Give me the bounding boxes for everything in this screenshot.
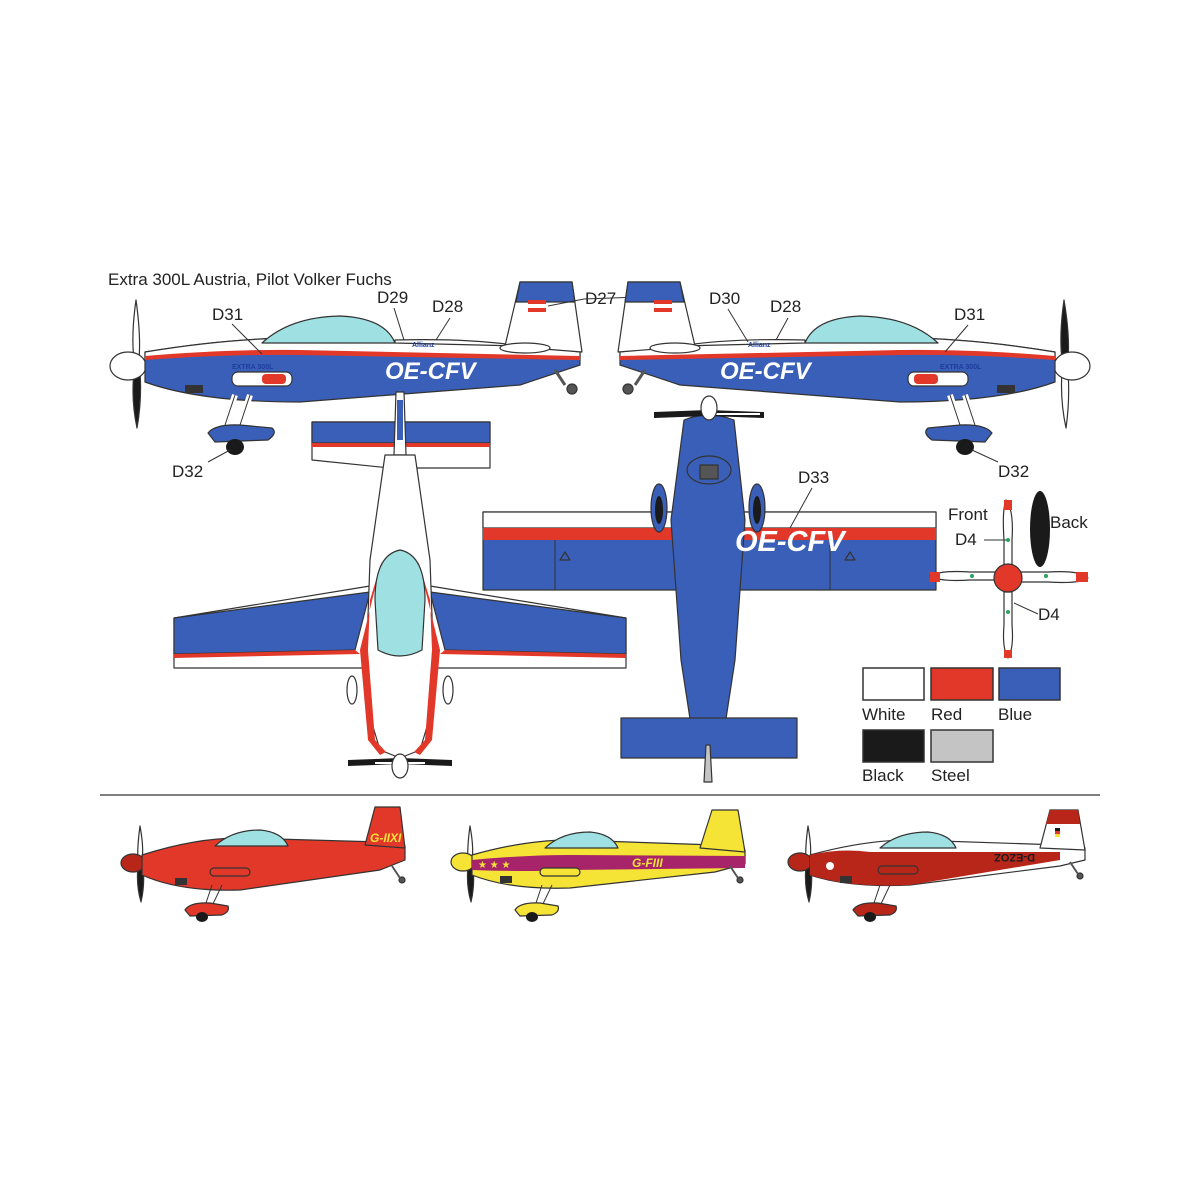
propeller-blade-up	[1002, 499, 1013, 569]
wheel-spat	[207, 424, 275, 443]
callout-d28-left: D28	[432, 297, 463, 316]
tail-fin-blue-cap	[624, 281, 685, 303]
canopy	[214, 829, 289, 847]
tail-wheel	[622, 383, 634, 395]
propeller-blade-down	[1002, 591, 1014, 659]
swatch-white	[862, 667, 925, 701]
swatch-blue	[998, 667, 1061, 701]
legend-label-white: White	[862, 705, 905, 724]
prop-back-label: Back	[1050, 513, 1088, 532]
sheet-title: Extra 300L Austria, Pilot Volker Fuchs	[108, 270, 392, 289]
callout-d32-left: D32	[172, 462, 203, 481]
tail-wheel	[566, 383, 578, 395]
callout-d30: D30	[709, 289, 740, 308]
propeller-hub	[993, 563, 1023, 593]
tailplane	[649, 342, 701, 354]
canopy	[804, 315, 939, 344]
spinner-top	[391, 753, 409, 779]
callout-d4-upper: D4	[955, 530, 977, 549]
callouts-right: D30 D28 D31 D32	[709, 289, 1029, 481]
type-mark-right: EXTRA 300L	[940, 364, 982, 371]
horizontal-tail-bottom	[620, 717, 798, 759]
exhaust	[185, 385, 203, 393]
red-sweep	[810, 850, 1060, 886]
canopy	[261, 315, 396, 344]
spinner	[1053, 351, 1091, 381]
alt-scheme-red: G-IIXI	[120, 806, 406, 922]
registration-right: OE-CFV	[720, 358, 813, 385]
callout-d29: D29	[377, 288, 408, 307]
canopy-top	[374, 549, 426, 657]
type-mark-left: EXTRA 300L	[232, 364, 274, 371]
tail-wheel-leg	[553, 369, 567, 386]
alt-scheme-yellow: ★ ★ ★ G-FIII	[450, 809, 746, 922]
registration-alt-2: G-FIII	[632, 856, 663, 870]
wheel	[226, 439, 244, 455]
tail-fin-blue-cap	[515, 281, 576, 303]
callout-d33: D33	[798, 468, 829, 487]
wheel-spat	[925, 424, 993, 443]
registration-bottom: OE-CFV	[735, 526, 847, 558]
fuselage	[141, 837, 406, 891]
callout-d31-left: D31	[212, 305, 243, 324]
canopy	[879, 831, 957, 849]
wheel	[956, 439, 974, 455]
tail-wheel-leg	[633, 369, 647, 386]
side-view-right: OE-CFV Allianz EXTRA 300L	[617, 281, 1091, 455]
tail-fin	[699, 809, 746, 853]
main-wing-blue	[173, 591, 371, 655]
propeller-detail: Front Back D4 D4	[929, 491, 1089, 659]
legend-label-steel: Steel	[931, 766, 970, 785]
registration-alt-1: G-IIXI	[370, 831, 402, 845]
color-legend: White Red Blue Black Steel	[862, 667, 1061, 785]
callout-d4-lower: D4	[1038, 605, 1060, 624]
swatch-red	[930, 667, 994, 701]
legend-label-blue: Blue	[998, 705, 1032, 724]
callout-d31-right: D31	[954, 305, 985, 324]
cheatline-red	[145, 349, 580, 360]
svg-text:★ ★ ★: ★ ★ ★	[478, 860, 510, 871]
tailplane	[499, 342, 551, 354]
legend-label-black: Black	[862, 766, 904, 785]
propeller-blade-bottom	[132, 371, 142, 429]
swatch-black	[862, 729, 925, 763]
cheatline-red	[620, 349, 1055, 360]
propeller-back	[1030, 491, 1050, 567]
prop-front-label: Front	[948, 505, 988, 524]
exhaust-bottom	[699, 464, 719, 480]
legend-label-red: Red	[931, 705, 962, 724]
tail-wheel-bottom	[703, 744, 713, 783]
spinner	[109, 351, 147, 381]
callout-d28-right: D28	[770, 297, 801, 316]
registration-alt-3: D-EZOZ	[994, 851, 1035, 863]
sponsor-mark-left: Allianz	[412, 342, 435, 349]
callouts-bottom: D33	[789, 468, 829, 529]
canopy	[544, 831, 619, 849]
tail-fin	[364, 806, 406, 849]
swatch-steel	[930, 729, 994, 763]
alt-scheme-red-white: D-EZOZ	[787, 809, 1086, 922]
callouts-left: D31 D29 D28 D27 D32	[172, 288, 669, 481]
bottom-view: OE-CFV	[482, 395, 937, 783]
propeller-blade-bottom	[1060, 371, 1070, 429]
sponsor-mark-right: Allianz	[748, 342, 771, 349]
side-view-left: OE-CFV Allianz EXTRA 300L	[109, 281, 583, 455]
propeller-blade-top	[1060, 299, 1070, 361]
magenta-band	[472, 855, 745, 871]
propeller-blade-top	[132, 299, 141, 361]
callout-d32-right: D32	[998, 462, 1029, 481]
registration-left: OE-CFV	[385, 358, 478, 385]
top-view	[173, 391, 627, 779]
exhaust	[997, 385, 1015, 393]
